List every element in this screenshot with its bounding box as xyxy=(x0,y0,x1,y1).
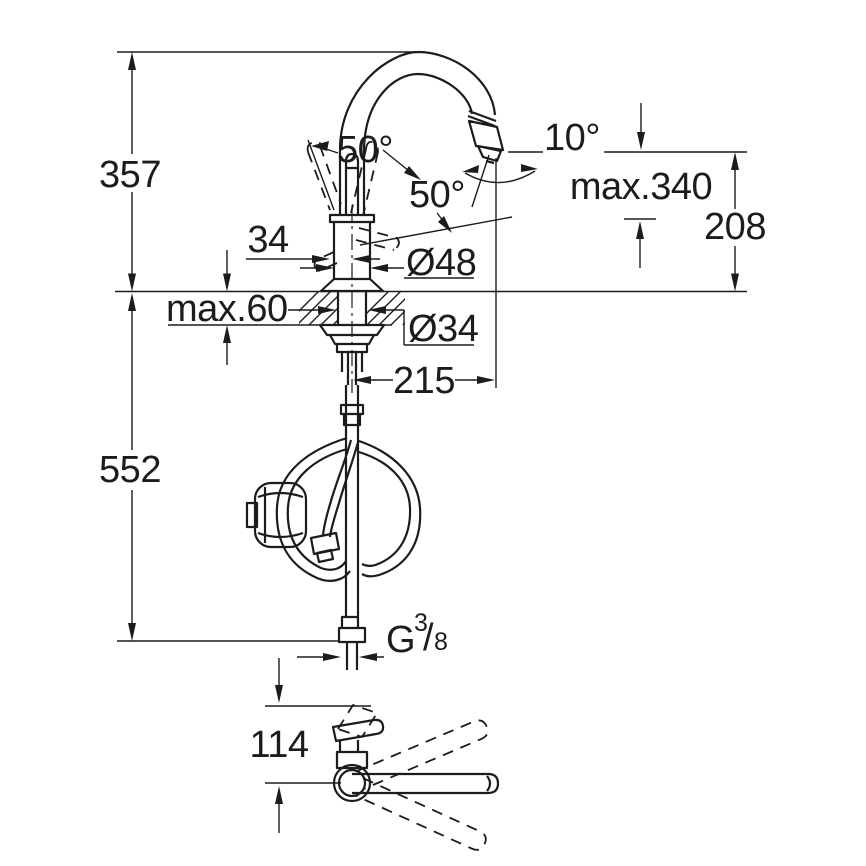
faucet-bottom-view-outline xyxy=(331,718,500,795)
thread-slash: / xyxy=(423,617,434,659)
counter-hatch-right xyxy=(366,292,405,325)
dim-lever-offset: 34 xyxy=(247,219,289,261)
thread-denominator: 8 xyxy=(434,628,447,656)
dimension-arrowheads xyxy=(128,52,739,804)
thread-numerator: 3 xyxy=(414,609,427,637)
dim-overall-height: 357 xyxy=(99,154,161,196)
lever-ghost-front xyxy=(337,704,378,738)
dim-below-deck-length: 552 xyxy=(99,449,161,491)
dim-deck-thickness: max.60 xyxy=(166,288,288,330)
faucet-side-view-outline xyxy=(318,50,505,385)
dim-lever-angle-front: 50° xyxy=(409,174,465,216)
thread-letter: G xyxy=(386,619,415,661)
spout-hub-inner xyxy=(337,768,367,798)
dim-spout-height: 208 xyxy=(704,206,766,248)
dim-hole-diameter: Ø34 xyxy=(408,308,479,350)
spout-hub-outer xyxy=(332,763,372,803)
dim-max-clearance: max.340 xyxy=(570,166,712,208)
reference-and-dimension-lines xyxy=(115,51,747,833)
spout-swivel-ghost-down xyxy=(354,777,487,851)
spout-swivel-ghost-up xyxy=(355,719,489,790)
counter-hatch-left xyxy=(299,292,338,325)
dim-body-diameter: Ø48 xyxy=(406,242,476,284)
dim-spout-reach: 215 xyxy=(393,360,455,402)
dim-lever-angle-side: 50° xyxy=(337,129,393,171)
dim-spray-tilt: 10° xyxy=(544,117,600,159)
lever-ghost-positions-side xyxy=(306,140,400,272)
dim-thread-size: G 3 / 8 xyxy=(386,609,448,661)
hose-weight xyxy=(245,481,308,549)
dim-base-height: 114 xyxy=(249,724,308,766)
supply-pipe-and-hose-loop xyxy=(275,385,422,670)
